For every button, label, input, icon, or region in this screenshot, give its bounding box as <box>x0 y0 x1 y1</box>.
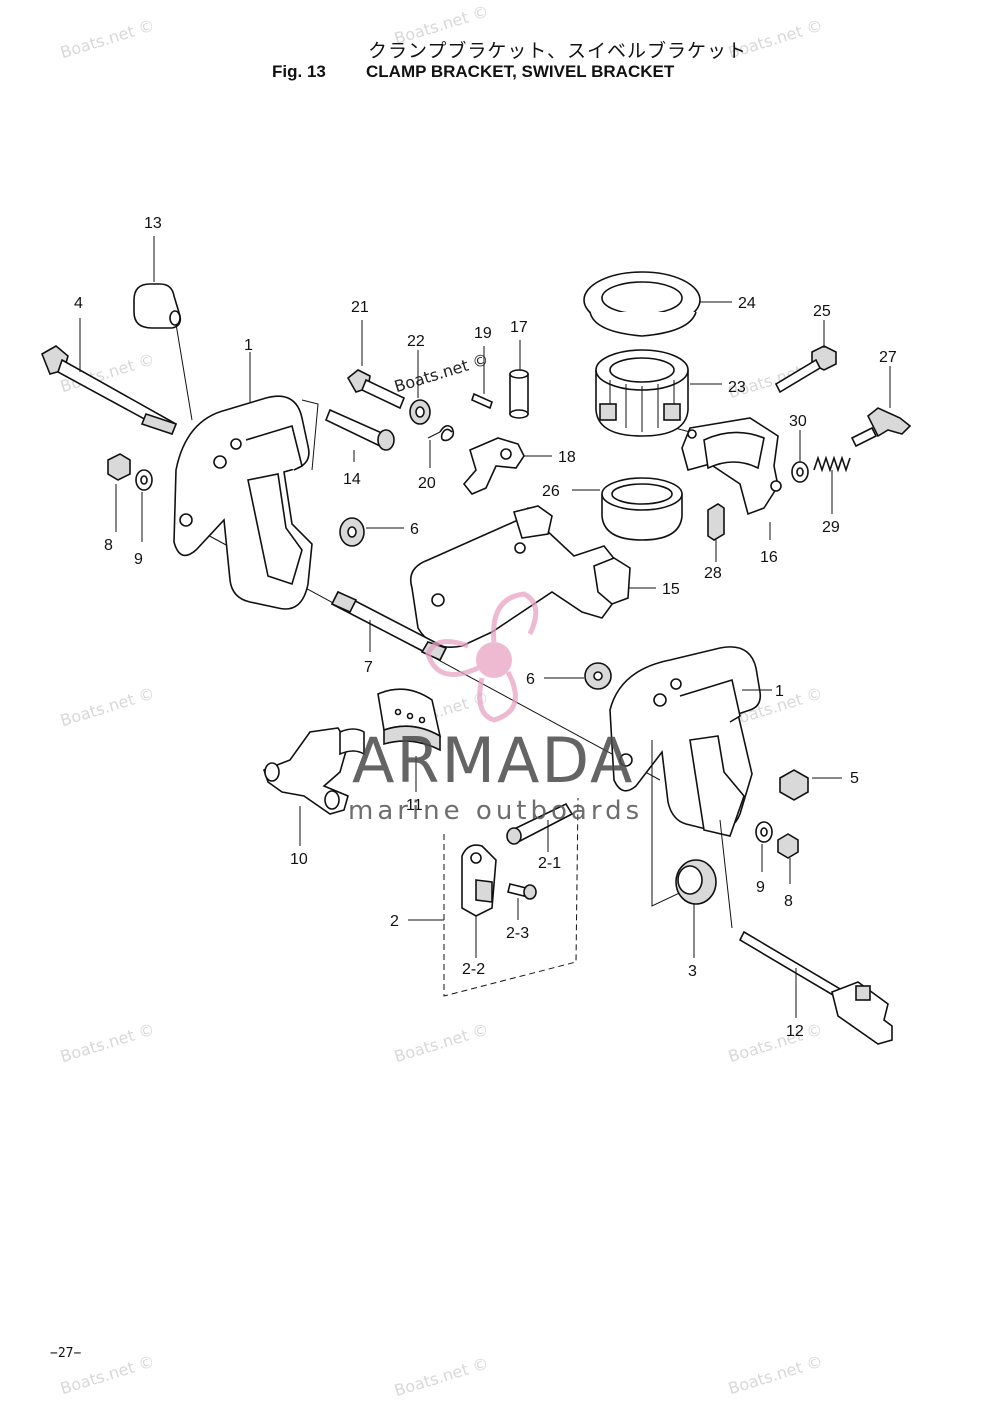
callout-label: 14 <box>343 471 361 488</box>
callout-label: 23 <box>728 379 746 396</box>
callout-label: 7 <box>364 659 373 676</box>
part-2-2-lever <box>461 844 497 917</box>
part-2-1-pin <box>506 802 574 845</box>
callout-label: 26 <box>542 483 560 500</box>
part-6-washer-lower <box>584 662 612 690</box>
callout-label: 9 <box>134 551 143 568</box>
part-1-clamp-bracket-right <box>609 646 762 837</box>
page-title: CLAMP BRACKET, SWIVEL BRACKET <box>366 62 675 81</box>
callout-label: 3 <box>688 963 697 980</box>
leader-13 <box>175 323 193 421</box>
leader-12-guide <box>719 819 733 929</box>
callout-label: 28 <box>704 565 722 582</box>
page-number: −27− <box>50 1346 82 1361</box>
part-14-pin <box>324 408 395 451</box>
callout-label: 1 <box>244 337 253 354</box>
callout-label: 30 <box>789 413 807 430</box>
callout-label: 19 <box>474 325 492 342</box>
callout-label: 11 <box>406 797 423 814</box>
callout-label: 2-3 <box>506 925 529 942</box>
callout-label: 1 <box>775 683 784 700</box>
brand-tagline: marine outboards <box>348 796 644 826</box>
callout-label: 20 <box>418 475 436 492</box>
callout-label: 6 <box>410 521 419 538</box>
part-16-bracket-cover <box>681 417 782 516</box>
callout-labels: 13 4 1 21 22 19 17 24 25 27 23 30 14 20 … <box>74 215 897 1040</box>
callout-label: 6 <box>526 671 535 688</box>
callout-label: 29 <box>822 519 840 536</box>
callout-label: 15 <box>662 581 680 598</box>
part-11-bushing <box>377 688 442 752</box>
part-21-bolt <box>346 369 406 410</box>
part-22-washer <box>409 399 431 425</box>
brand-name: ARMADA <box>352 724 635 797</box>
part-20-spring <box>427 424 455 442</box>
part-9-washer-right <box>755 821 773 843</box>
leader-3-bracket <box>651 740 691 907</box>
callout-label: 2 <box>390 913 399 930</box>
part-23-bushing <box>595 349 689 437</box>
callout-label: 10 <box>290 851 308 868</box>
part-1-clamp-bracket-left <box>173 395 313 610</box>
callout-label: 5 <box>850 770 859 787</box>
part-29-spring <box>813 455 851 473</box>
part-18-lever <box>462 437 525 495</box>
brand-logo <box>425 591 539 723</box>
callout-label: 13 <box>144 215 162 232</box>
assembly-2-outline <box>443 797 579 997</box>
callout-label: 25 <box>813 303 831 320</box>
part-3-pad <box>675 859 717 905</box>
part-30-washer <box>791 461 809 483</box>
part-12-lever-rod <box>738 930 893 1045</box>
part-4-bolt <box>40 345 178 436</box>
part-26-bushing <box>601 477 683 541</box>
part-7-shaft <box>330 590 448 662</box>
callout-label: 8 <box>104 537 113 554</box>
part-25-bolt <box>774 345 837 394</box>
part-27-thumb-screw <box>850 407 912 448</box>
callout-label: 4 <box>74 295 83 312</box>
part-13-cap <box>133 283 182 329</box>
callout-label: 17 <box>510 319 528 336</box>
part-15-swivel-bracket <box>409 505 631 648</box>
part-2-3-bolt <box>507 883 537 900</box>
part-9-washer-left <box>135 469 153 491</box>
part-17-sleeve <box>509 369 529 419</box>
part-19-pin <box>471 392 493 410</box>
part-24-ring <box>583 271 701 337</box>
callout-label: 8 <box>784 893 793 910</box>
callout-label: 9 <box>756 879 765 896</box>
callout-label: 27 <box>879 349 897 366</box>
callout-label: 24 <box>738 295 756 312</box>
figure-label: Fig. 13 <box>272 62 326 81</box>
callout-label: 18 <box>558 449 576 466</box>
part-28-pad <box>707 503 725 541</box>
page-title-japanese: クランプブラケット、スイベルブラケット <box>368 40 748 62</box>
callout-label: 22 <box>407 333 425 350</box>
leader-14-bracket <box>301 399 319 471</box>
callout-label: 21 <box>351 299 369 316</box>
callout-label: 2-2 <box>462 961 485 978</box>
part-5-nut <box>779 769 809 801</box>
callout-label: 2-1 <box>538 855 561 872</box>
part-8-nut-right <box>777 833 799 859</box>
part-8-nut-left <box>107 453 131 481</box>
callout-label: 12 <box>786 1023 804 1040</box>
part-6-washer-upper <box>339 517 365 547</box>
part-10-mount <box>262 727 365 815</box>
callout-label: 16 <box>760 549 778 566</box>
